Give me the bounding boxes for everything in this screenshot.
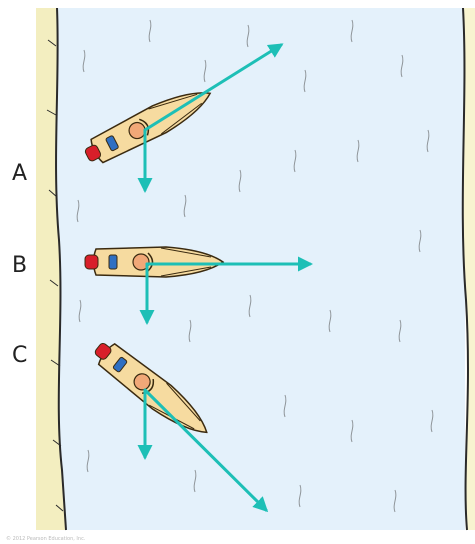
label-c: C xyxy=(12,343,27,368)
label-b: B xyxy=(12,253,27,278)
boat-b-motor xyxy=(85,255,98,269)
boat-b-seat xyxy=(109,255,117,269)
label-a: A xyxy=(12,161,27,186)
copyright-credit: © 2012 Pearson Education, Inc. xyxy=(6,536,85,542)
